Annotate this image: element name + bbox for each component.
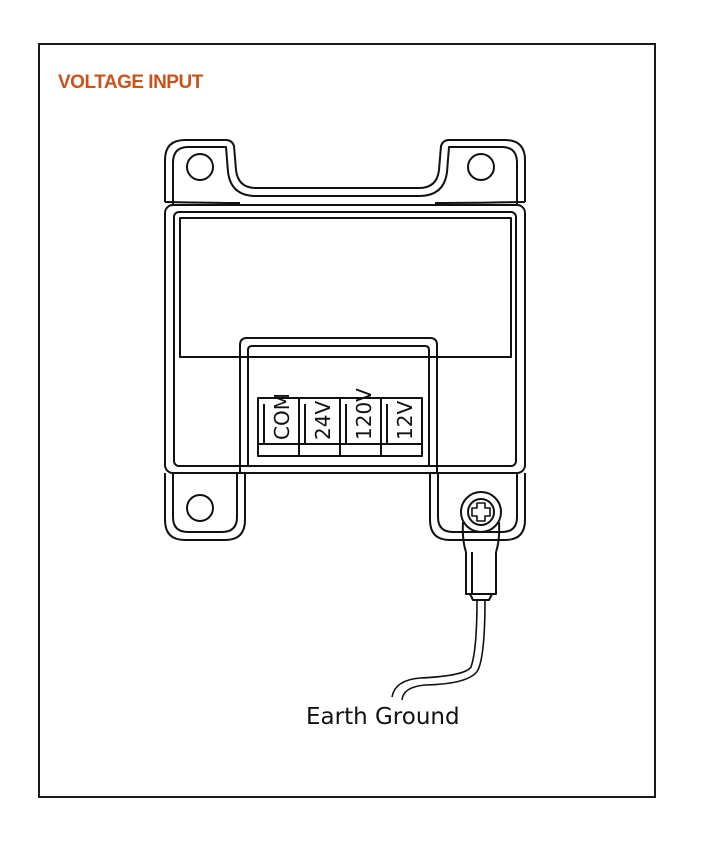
- ground-crimp-tip: [469, 593, 493, 601]
- terminal-label-120v: 120V: [352, 388, 376, 440]
- diagram-title: VOLTAGE INPUT: [58, 72, 203, 93]
- ground-crimp-sleeve: [465, 552, 497, 595]
- mount-hole-top-left: [186, 153, 214, 181]
- module-housing-inner: [173, 211, 517, 467]
- earth-ground-label: Earth Ground: [306, 704, 460, 730]
- mount-tab-bottom-left-inner: [172, 473, 238, 533]
- ground-ring-neck: [461, 521, 501, 553]
- terminal-label-12v: 12V: [393, 401, 417, 440]
- ground-wire: [391, 599, 486, 701]
- mount-tab-bottom-right: [429, 473, 526, 541]
- module-label-window: [179, 217, 512, 358]
- module-top-inner-outline: [172, 146, 518, 206]
- ground-ring-terminal: [460, 491, 502, 533]
- ground-screw: [467, 498, 495, 526]
- terminal-label-24v: 24V: [311, 401, 335, 440]
- terminal-label-com: COM: [270, 393, 294, 440]
- module-housing: [164, 204, 526, 474]
- mount-hole-bottom-left: [186, 494, 214, 522]
- mount-hole-top-right: [467, 153, 495, 181]
- mount-tab-bottom-left: [164, 473, 246, 541]
- terminal-dividers: [257, 398, 423, 456]
- terminal-cutout: [239, 337, 438, 473]
- module-top-shoulder: [164, 201, 526, 204]
- screw-cross-icon: [471, 502, 491, 522]
- module-top-outline: [164, 139, 526, 202]
- terminal-cutout-inner: [247, 345, 430, 466]
